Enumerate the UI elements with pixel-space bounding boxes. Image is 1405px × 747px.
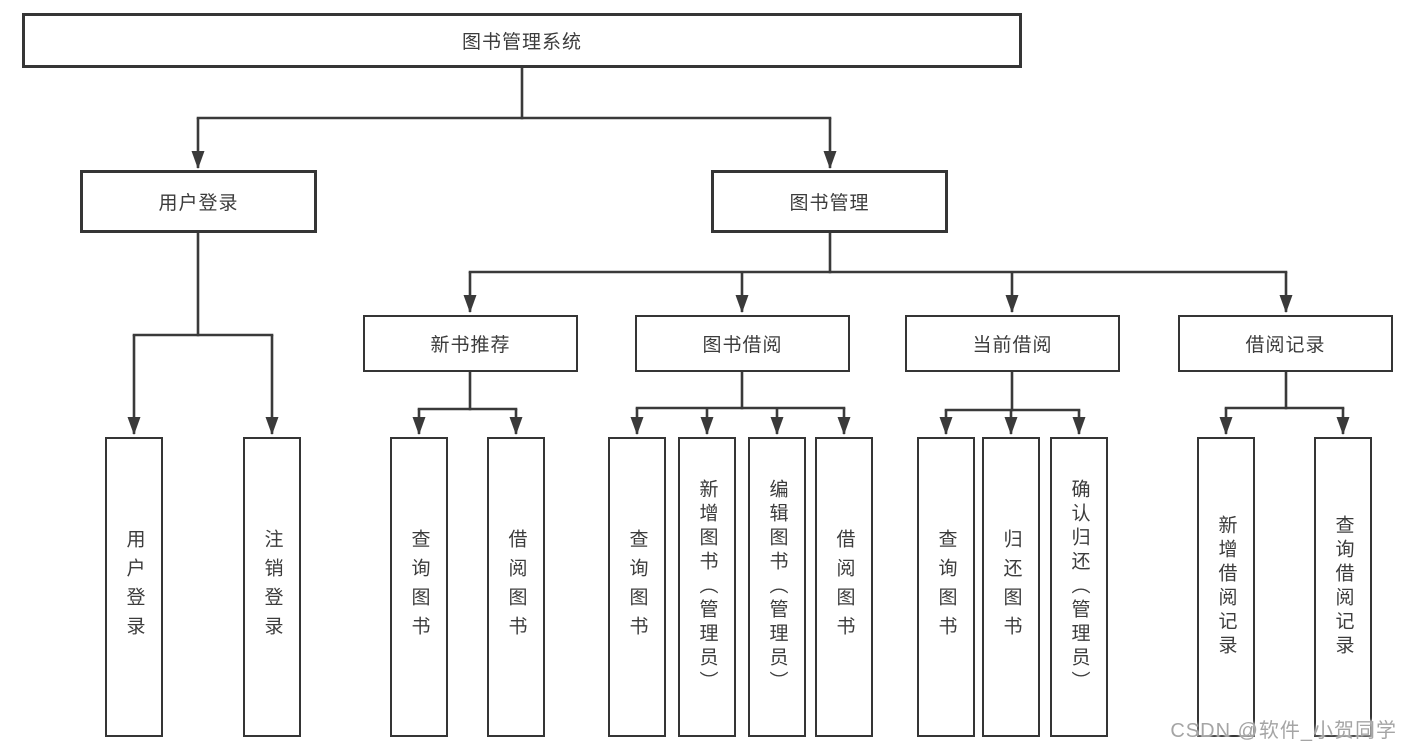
leaf-add-books-admin: 新增图书（管理员）: [678, 437, 736, 737]
leaf-query-books-borrowing: 查询图书: [608, 437, 666, 737]
node-book-borrowing: 图书借阅: [635, 315, 850, 372]
leaf-user-login: 用户登录: [105, 437, 163, 737]
node-current-borrowing: 当前借阅: [905, 315, 1120, 372]
node-new-book-recommend: 新书推荐: [363, 315, 578, 372]
node-borrowing-records: 借阅记录: [1178, 315, 1393, 372]
leaf-return-books: 归还图书: [982, 437, 1040, 737]
leaf-query-books-current: 查询图书: [917, 437, 975, 737]
node-user-login: 用户登录: [80, 170, 317, 233]
leaf-add-borrow-record: 新增借阅记录: [1197, 437, 1255, 737]
leaf-borrow-books-borrowing: 借阅图书: [815, 437, 873, 737]
watermark-text: CSDN @软件_小贺同学: [1170, 720, 1397, 742]
node-root-system: 图书管理系统: [22, 13, 1022, 68]
leaf-logout: 注销登录: [243, 437, 301, 737]
leaf-query-books-recommend: 查询图书: [390, 437, 448, 737]
node-book-management: 图书管理: [711, 170, 948, 233]
leaf-confirm-return-admin: 确认归还（管理员）: [1050, 437, 1108, 737]
leaf-query-borrow-record: 查询借阅记录: [1314, 437, 1372, 737]
leaf-edit-books-admin: 编辑图书（管理员）: [748, 437, 806, 737]
leaf-borrow-books-recommend: 借阅图书: [487, 437, 545, 737]
